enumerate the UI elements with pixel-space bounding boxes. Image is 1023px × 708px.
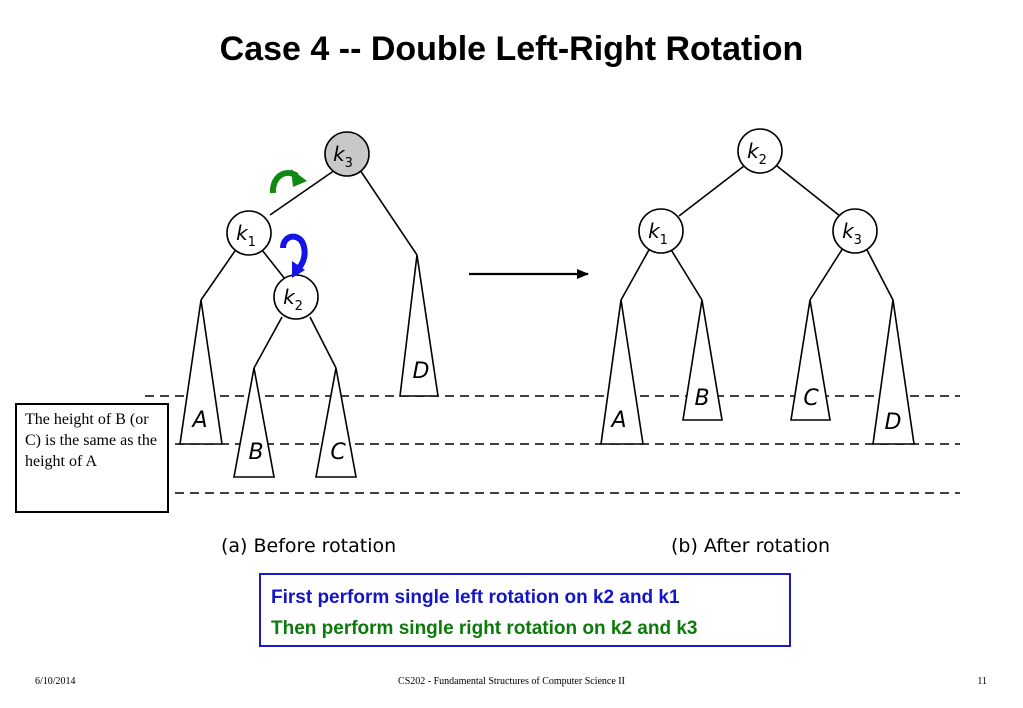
- svg-text:k3: k3: [842, 219, 862, 248]
- instruction-line-1: First perform single left rotation on k2…: [271, 587, 680, 608]
- green-rotation-arrow-icon: [270, 169, 307, 194]
- height-note: The height of B (or C) is the same as th…: [15, 403, 169, 513]
- svg-text:k1: k1: [236, 221, 256, 250]
- subtree-d-before: [399, 254, 439, 397]
- node-k3-before: k3: [324, 131, 370, 177]
- subtree-a-before: [179, 299, 223, 445]
- caption-before: (a) Before rotation: [221, 535, 396, 557]
- subtree-a-before-label: A: [190, 408, 207, 433]
- subtree-b-after: [682, 299, 723, 421]
- svg-text:k3: k3: [333, 142, 353, 171]
- subtree-a-after-label: A: [609, 408, 626, 433]
- node-k1-before: k1: [226, 210, 272, 256]
- footer-course: CS202 - Fundamental Structures of Comput…: [398, 676, 625, 687]
- subtree-a-after: [600, 299, 644, 445]
- svg-text:k2: k2: [747, 139, 767, 168]
- svg-text:k1: k1: [648, 219, 668, 248]
- node-k3-after: k3: [832, 208, 878, 254]
- node-k2-before: k2: [273, 274, 319, 320]
- subtree-c-after: [790, 299, 831, 421]
- footer-date: 6/10/2014: [35, 676, 76, 687]
- slide-title: Case 4 -- Double Left-Right Rotation: [219, 30, 804, 68]
- subtree-c-before-label: C: [330, 440, 346, 465]
- tree-after-edges: [620, 165, 894, 301]
- tree-before: A B C D k3 k1 k2 (a) Before rotation: [179, 131, 439, 557]
- instruction-box: First perform single left rotation on k2…: [259, 573, 791, 647]
- subtree-d-after: [872, 299, 915, 445]
- svg-text:k2: k2: [283, 285, 303, 314]
- subtree-d-before-label: D: [413, 359, 430, 384]
- subtree-c-before: [315, 367, 357, 478]
- subtree-c-after-label: C: [803, 386, 819, 411]
- instruction-line-2: Then perform single right rotation on k2…: [271, 618, 698, 639]
- tree-after: A B C D k2 k1 k3 (b) After rotation: [600, 128, 915, 557]
- subtree-b-before: [233, 367, 275, 478]
- caption-after: (b) After rotation: [671, 535, 830, 557]
- tree-before-edges: [200, 169, 418, 369]
- subtree-b-before-label: B: [248, 440, 263, 465]
- subtree-b-after-label: B: [694, 386, 709, 411]
- node-k2-after: k2: [737, 128, 783, 174]
- blue-rotation-arrow-icon: [280, 233, 308, 278]
- node-k1-after: k1: [638, 208, 684, 254]
- footer-page-number: 11: [977, 676, 987, 687]
- subtree-d-after-label: D: [885, 410, 902, 435]
